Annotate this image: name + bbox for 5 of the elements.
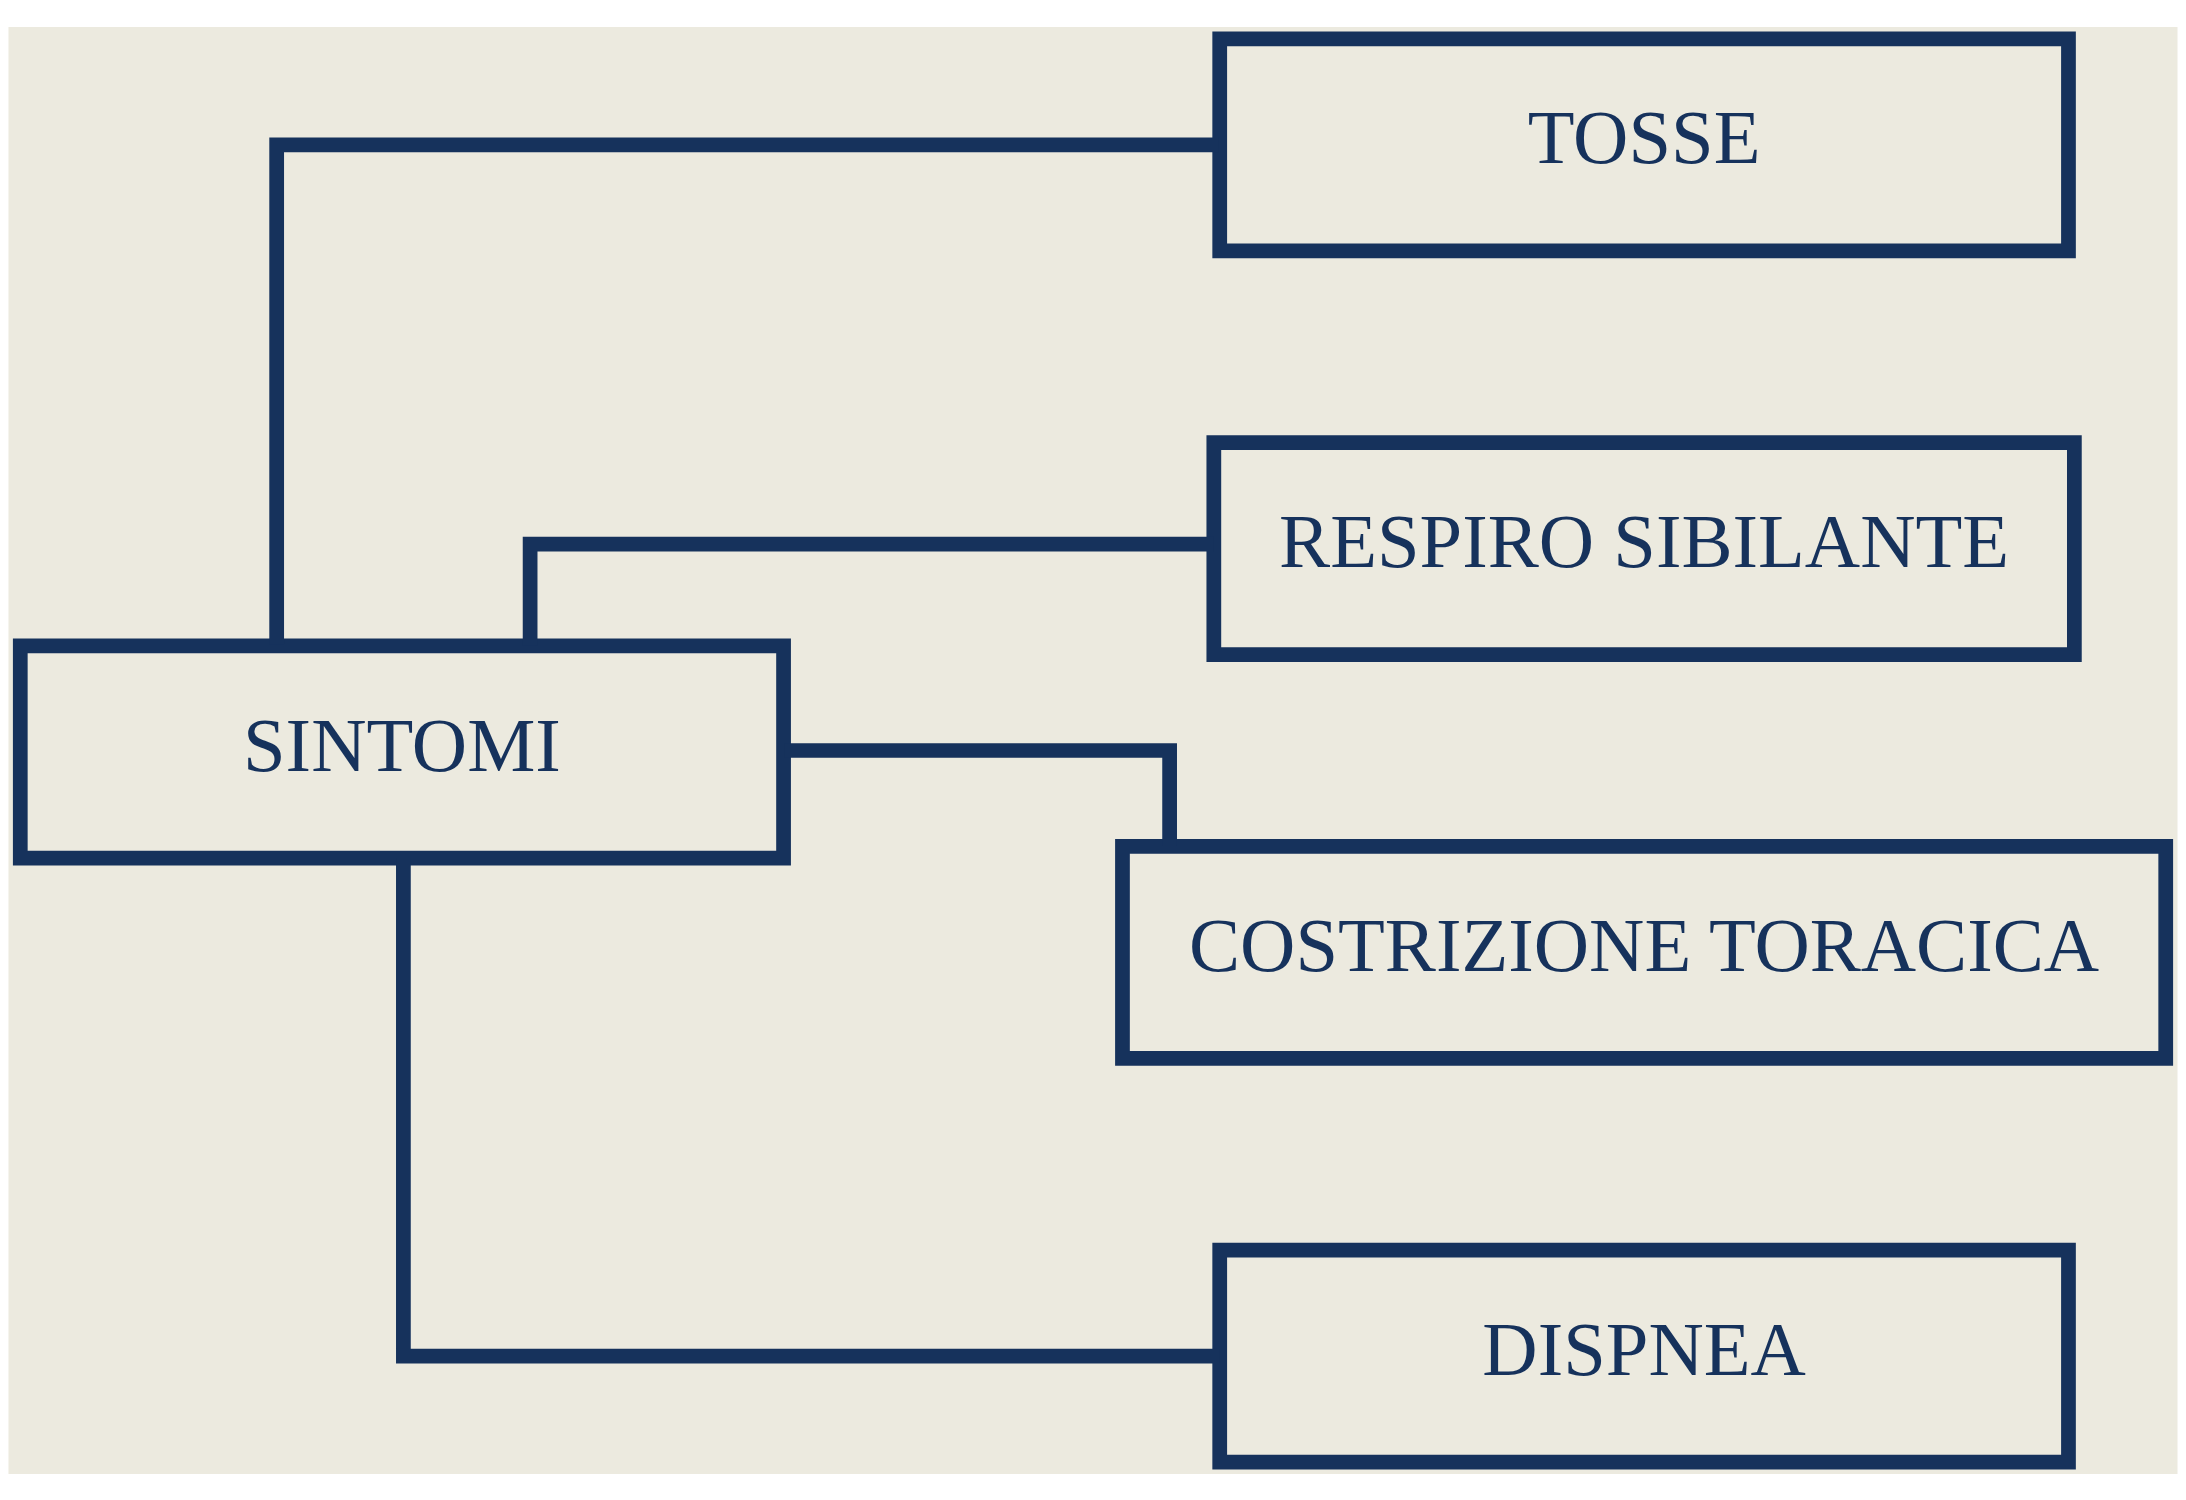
node-box: RESPIRO SIBILANTE [1206, 434, 2082, 662]
node-box: DISPNEA [1212, 1242, 2076, 1470]
node-box: TOSSE [1212, 30, 2076, 258]
node-box: SINTOMI [12, 638, 791, 865]
node-box: COSTRIZIONE TORACICA [1115, 838, 2174, 1066]
